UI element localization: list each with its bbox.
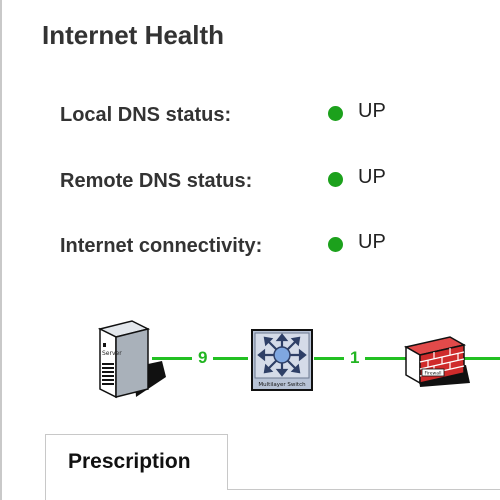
tab-label: Prescription [68,450,191,473]
status-row-remote-dns: Remote DNS status: UP [60,166,480,196]
status-row-local-dns: Local DNS status: UP [60,100,480,130]
firewall-label: Firewall [425,371,442,377]
link-count-label: 9 [192,348,214,368]
status-label: Internet connectivity: [60,235,263,257]
switch-label: Multilayer Switch [258,382,306,388]
tab-baseline [228,489,500,490]
status-indicator-icon [328,172,343,187]
status-value: UP [358,231,386,253]
status-label: Local DNS status: [60,104,232,126]
server-label: Server [102,350,122,357]
firewall-icon[interactable]: Firewall [400,325,472,391]
tab-prescription[interactable]: Prescription [45,434,228,490]
network-topology: 9 1 Server [2,315,500,405]
status-value: UP [358,166,386,188]
status-label: Remote DNS status: [60,170,253,192]
tab-strip: Prescription [45,434,500,500]
tab-panel-edge [45,490,46,500]
status-row-internet-connectivity: Internet connectivity: UP [60,231,480,261]
link-line [460,357,500,360]
page-title: Internet Health [42,20,225,50]
server-icon[interactable]: Server [90,315,170,399]
status-value: UP [358,100,386,122]
multilayer-switch-icon[interactable]: Multilayer Switch [250,328,314,392]
link-count-label: 1 [344,348,366,368]
status-indicator-icon [328,237,343,252]
status-indicator-icon [328,106,343,121]
